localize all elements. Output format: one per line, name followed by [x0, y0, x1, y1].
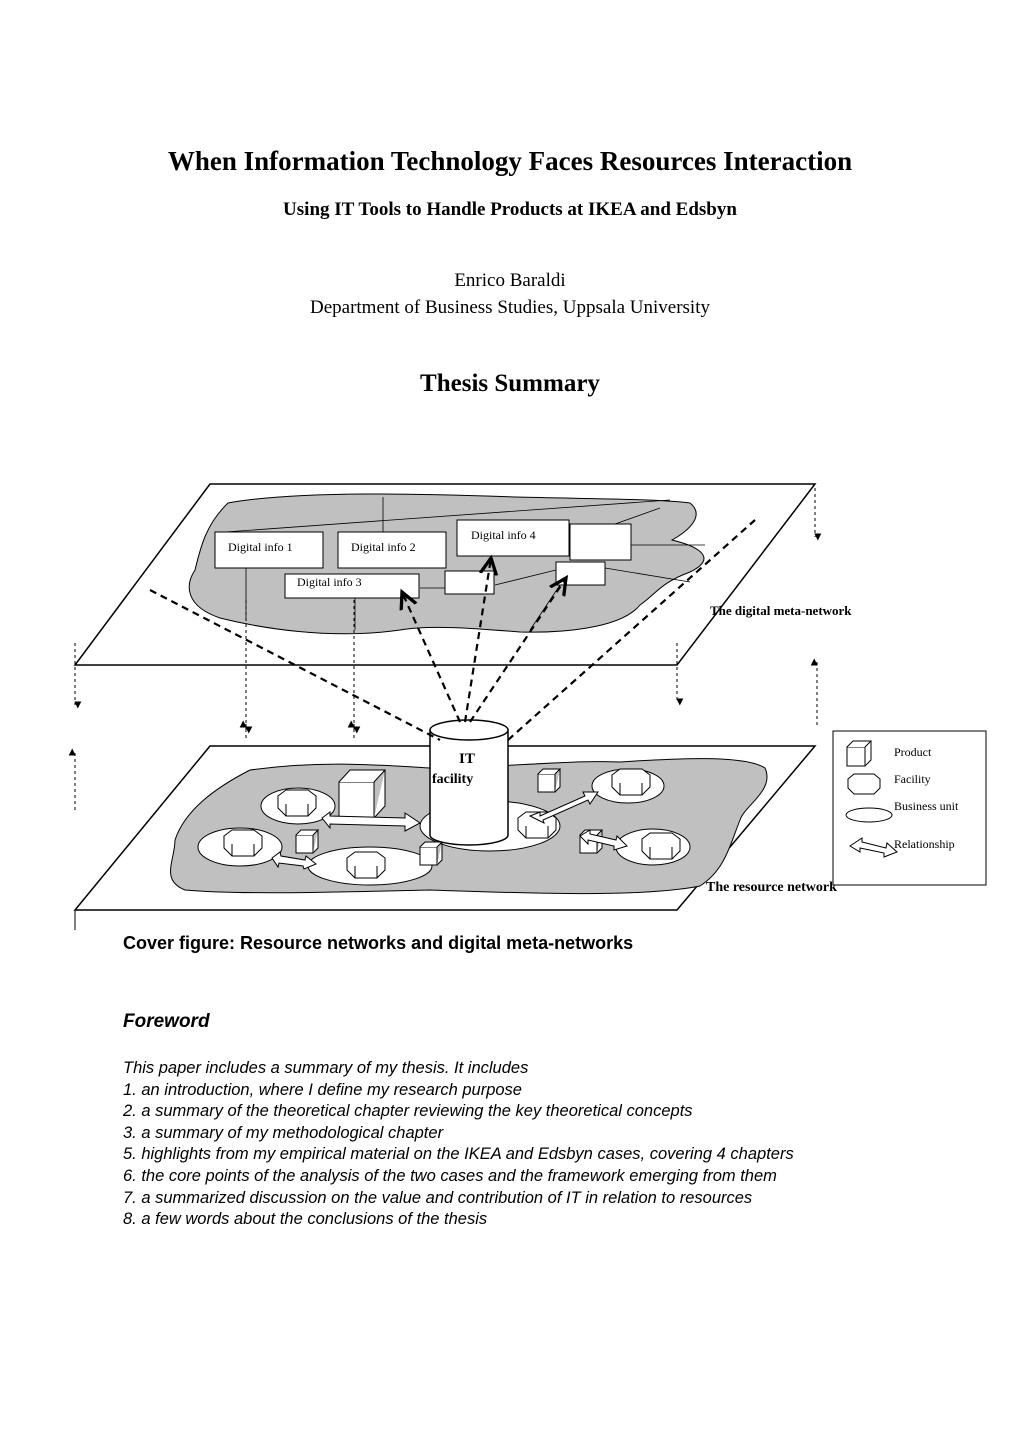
document-subtitle: Using IT Tools to Handle Products at IKE…	[283, 199, 737, 220]
it-label: IT	[459, 751, 475, 767]
facility-icon	[847, 773, 881, 795]
business-unit-icon	[845, 807, 893, 823]
legend-product-label: Product	[894, 745, 932, 759]
relationship-icon	[849, 837, 898, 858]
foreword-line: This paper includes a summary of my thes…	[123, 1059, 529, 1077]
digital-info-4-label: Digital info 4	[471, 528, 536, 542]
digital-info-1-label: Digital info 1	[228, 540, 293, 554]
foreword-heading: Foreword	[123, 1011, 210, 1032]
author-name: Enrico Baraldi	[454, 270, 566, 291]
figure-legend: Product Facility Business unit Relations…	[832, 730, 987, 886]
digital-plane: Digital info 1 Digital info 2 Digital in…	[73, 483, 852, 666]
foreword-line: 2. a summary of the theoretical chapter …	[123, 1102, 693, 1121]
foreword-line: 5. highlights from my empirical material…	[123, 1145, 794, 1164]
product-icon	[846, 740, 873, 767]
figure-caption: Cover figure: Resource networks and digi…	[123, 933, 634, 953]
section-heading: Thesis Summary	[420, 370, 600, 397]
digital-network-label: The digital meta-network	[710, 603, 852, 618]
it-facility-cylinder: IT facility	[429, 719, 509, 846]
author-affiliation: Department of Business Studies, Uppsala …	[309, 297, 710, 318]
cover-figure: Digital info 1 Digital info 2 Digital in…	[68, 483, 987, 930]
legend-business-unit-label: Business unit	[894, 799, 959, 813]
facility-label: facility	[432, 772, 473, 787]
document-title: When Information Technology Faces Resour…	[167, 146, 853, 176]
foreword-line: 8. a few words about the conclusions of …	[123, 1210, 488, 1229]
resource-plane: IT facility The resource network	[73, 719, 837, 930]
foreword-line: 7. a summarized discussion on the value …	[123, 1188, 753, 1207]
legend-relationship-label: Relationship	[894, 837, 955, 851]
foreword-line: 6. the core points of the analysis of th…	[123, 1166, 777, 1185]
foreword-line: 3. a summary of my methodological chapte…	[123, 1123, 444, 1142]
foreword-line: 1. an introduction, where I define my re…	[123, 1080, 522, 1099]
digital-info-2-label: Digital info 2	[351, 540, 416, 554]
legend-facility-label: Facility	[894, 772, 931, 786]
foreword-body: This paper includes a summary of my thes…	[123, 1058, 794, 1231]
digital-info-3-label: Digital info 3	[297, 575, 362, 589]
resource-network-label: The resource network	[706, 880, 837, 895]
